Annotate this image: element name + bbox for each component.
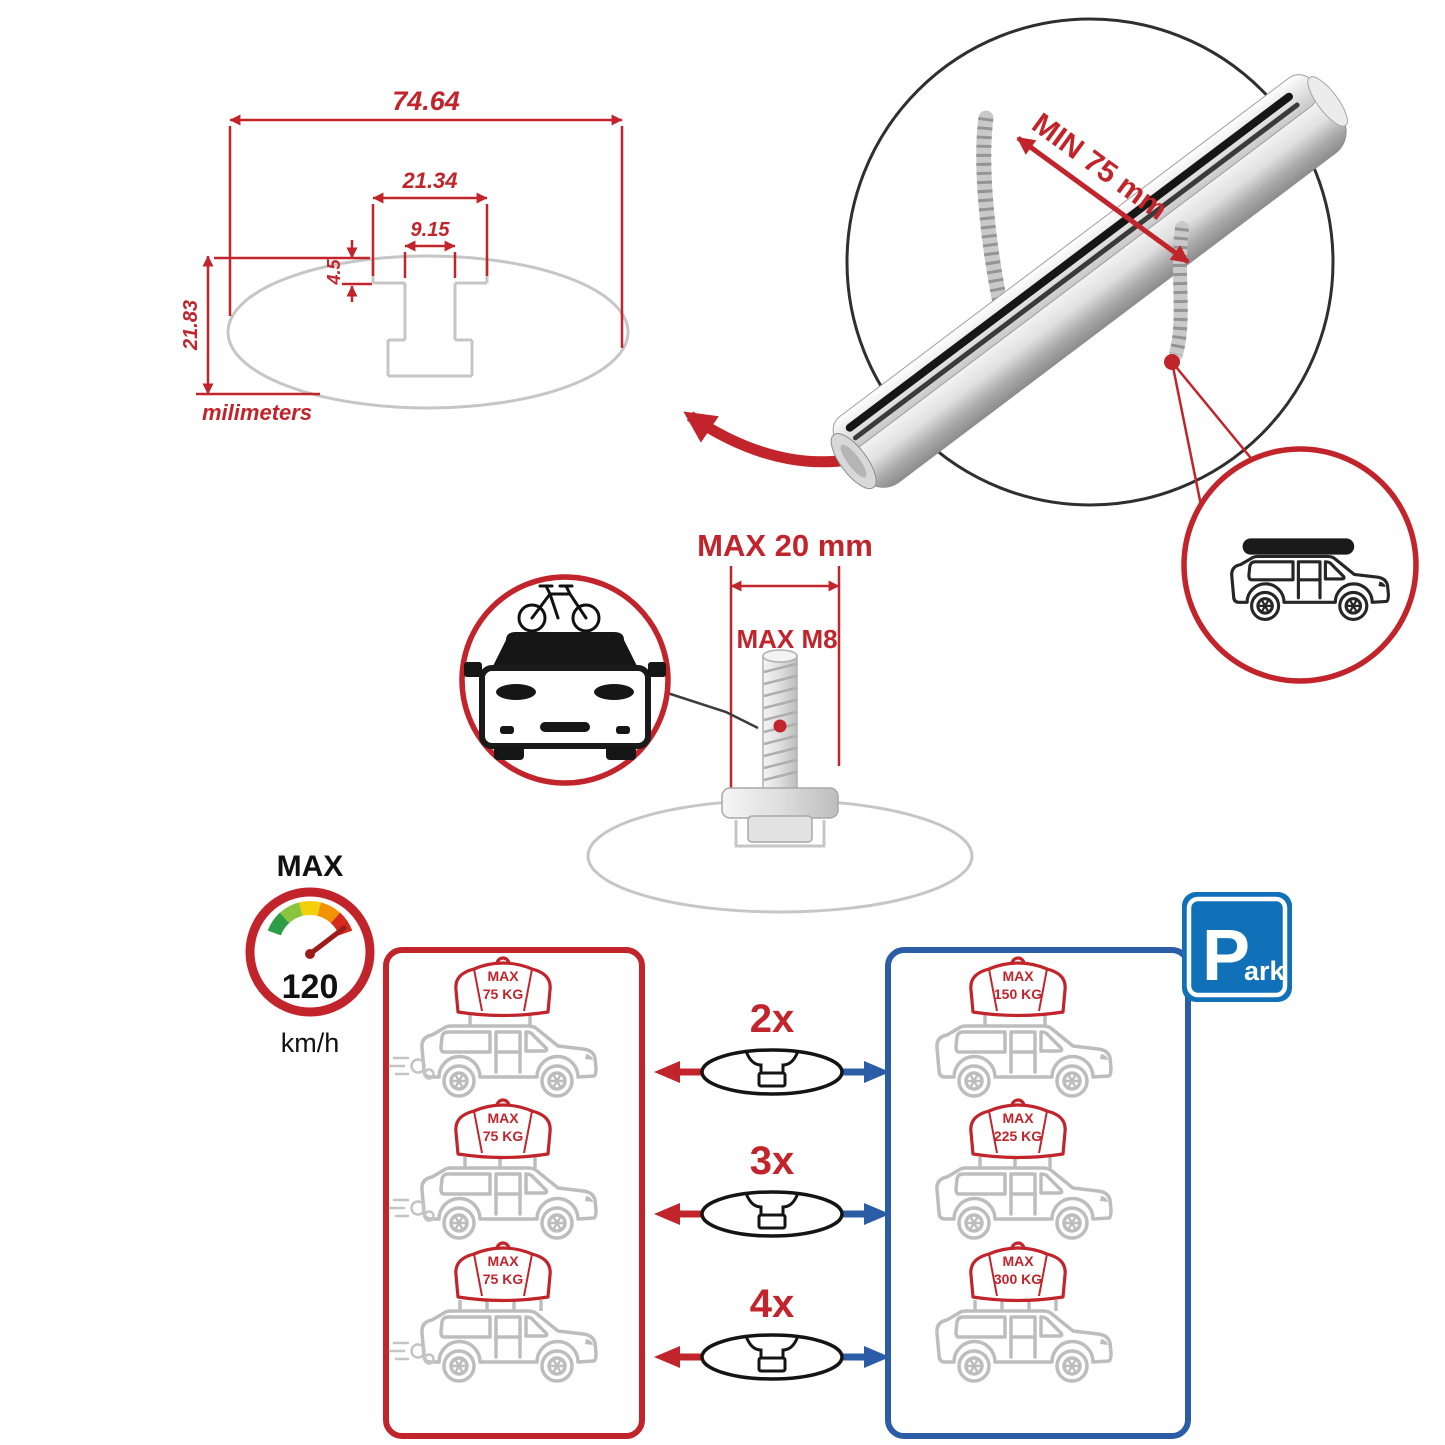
multiplier-row: 3x [654, 1139, 890, 1238]
arrow-left-icon [654, 1203, 680, 1225]
crossbar-stub-icon [458, 1300, 543, 1311]
speed-limit-gauge: MAX 120 km/h [245, 850, 375, 1058]
bar-cross-section-icon [700, 1048, 844, 1096]
gauge-needle [307, 925, 347, 957]
parked-car-row: MAX 150 KG [935, 956, 1113, 1098]
bag-max-label: MAX [1002, 968, 1034, 984]
mounting-hook-icon [1169, 221, 1189, 361]
speed-value: 120 [282, 968, 339, 1006]
cross-section-diagram: 74.64 21.34 9.15 4.5 21.83 milimeters [180, 86, 630, 425]
bag-weight-label: 300 KG [994, 1271, 1042, 1287]
multiplier-label: 4x [750, 1282, 795, 1326]
needle-pivot [305, 949, 315, 959]
bar-cross-section-icon [700, 1190, 844, 1238]
aluminum-crossbar [830, 74, 1348, 490]
parked-car-row: MAX 225 KG [935, 1098, 1113, 1240]
park-letter: P [1202, 916, 1250, 996]
dim-height: 21.83 [180, 300, 202, 351]
bag-max-label: MAX [487, 1110, 519, 1126]
bag-max-label: MAX [1002, 1253, 1034, 1269]
min-span-label: MIN 75 mm [1026, 107, 1174, 227]
bag-weight-label: 150 KG [994, 986, 1042, 1002]
speed-unit: km/h [281, 1028, 340, 1058]
bag-max-label: MAX [487, 968, 519, 984]
arrow-left-icon [654, 1346, 680, 1368]
suv-roofbox-badge [1181, 446, 1419, 684]
dim-channel-inner: 9.15 [411, 219, 451, 241]
driving-car-row: MAX 75 KG [388, 1241, 598, 1383]
driving-car-row: MAX 75 KG [388, 956, 598, 1098]
roof-box-icon [1242, 538, 1355, 555]
thread-dot [773, 719, 787, 733]
parking-sign: P ark [1182, 892, 1292, 1002]
gauge-arc [267, 900, 353, 936]
driving-car-row: MAX 75 KG [388, 1098, 598, 1240]
speed-max-label: MAX [277, 850, 344, 883]
max-thread-label: MAX M8 [736, 624, 837, 654]
crossbar-stub-icon [973, 1300, 1058, 1311]
multiplier-label: 3x [750, 1139, 795, 1183]
bar-profile-cavity [734, 820, 826, 848]
crossbar-stub-icon [983, 1015, 1047, 1026]
bag-weight-label: 225 KG [994, 1128, 1042, 1144]
multiplier-label: 2x [750, 997, 795, 1041]
park-rest: ark [1244, 956, 1286, 986]
multiplier-row: 4x [654, 1282, 890, 1381]
multiplier-row: 2x [654, 997, 890, 1096]
connector-line [651, 686, 759, 730]
arrow-right-icon [864, 1346, 890, 1368]
bike-car-badge [459, 574, 671, 786]
bar-cross-section-icon [700, 1333, 844, 1381]
arrow-right-icon [864, 1203, 890, 1225]
bag-weight-label: 75 KG [483, 1271, 524, 1287]
t-bolt-icon [721, 649, 839, 843]
unit-label: milimeters [202, 400, 312, 425]
bolt-diagram: MAX 20 mm MAX M8 [586, 528, 974, 914]
max-width-label: MAX 20 mm [697, 528, 873, 563]
bag-weight-label: 75 KG [483, 1128, 524, 1144]
dim-total-width: 74.64 [392, 86, 460, 116]
dim-lip-depth: 4.5 [324, 259, 344, 286]
parked-car-row: MAX 300 KG [935, 1241, 1113, 1383]
crossbar-photo: MIN 75 mm [830, 17, 1348, 541]
bar-profile-channel [371, 259, 489, 378]
bag-max-label: MAX [1002, 1110, 1034, 1126]
crossbar-stub-icon [468, 1015, 532, 1026]
bicycle-icon [517, 584, 601, 633]
bag-max-label: MAX [487, 1253, 519, 1269]
arrow-right-icon [864, 1061, 890, 1083]
car-front-icon [464, 632, 666, 760]
photo-circle [845, 17, 1335, 507]
arrow-left-icon [654, 1061, 680, 1083]
bar-profile-ellipse [226, 254, 630, 410]
dim-channel-outer: 21.34 [401, 168, 457, 193]
bag-weight-label: 75 KG [483, 986, 524, 1002]
